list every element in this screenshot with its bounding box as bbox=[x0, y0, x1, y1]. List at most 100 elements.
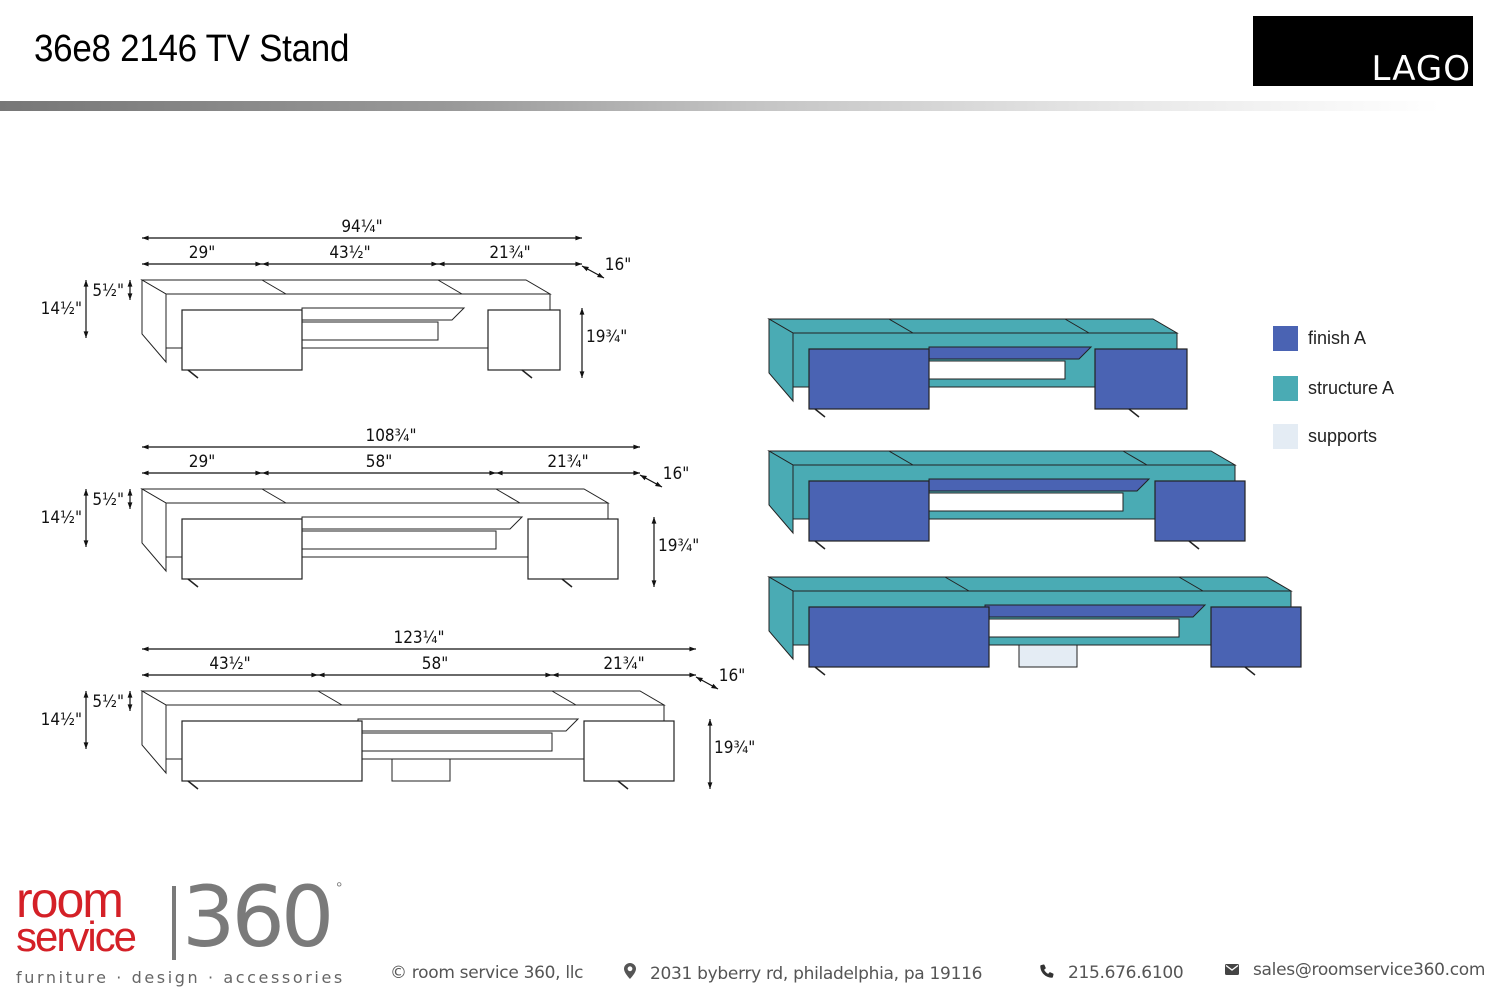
arrowhead bbox=[127, 704, 133, 711]
lago-logo: LAGO bbox=[1253, 16, 1473, 86]
segment-label: 58" bbox=[422, 654, 449, 674]
arrowhead bbox=[582, 266, 589, 272]
total-width-dimension bbox=[142, 235, 582, 241]
top-height-dimension bbox=[127, 489, 133, 509]
legend-item-structure: structure A bbox=[1273, 375, 1394, 401]
center-flap bbox=[928, 478, 1151, 492]
center-flap bbox=[301, 516, 524, 530]
center-support bbox=[391, 758, 451, 782]
footer-phone-text: 215.676.6100 bbox=[1068, 963, 1184, 983]
top-height-dimension bbox=[127, 280, 133, 300]
arrowhead bbox=[142, 672, 149, 678]
right-door bbox=[1154, 480, 1246, 542]
overall-height-label: 19¾" bbox=[586, 327, 627, 347]
center-opening bbox=[928, 360, 1066, 380]
footer-phone[interactable]: 215.676.6100 bbox=[1040, 963, 1184, 983]
leg bbox=[814, 540, 826, 550]
arrowhead bbox=[127, 502, 133, 509]
arrowhead bbox=[496, 470, 503, 476]
depth-dimension bbox=[695, 676, 719, 690]
leg bbox=[1244, 666, 1256, 676]
side-panel bbox=[768, 450, 794, 535]
left-door bbox=[181, 518, 303, 580]
brand-service-text: service bbox=[16, 913, 137, 960]
overall-height-label: 19¾" bbox=[714, 738, 755, 758]
segment-divider bbox=[1064, 318, 1090, 334]
header-gradient-rule bbox=[0, 101, 1500, 111]
top-height-label: 5½" bbox=[92, 281, 124, 301]
body-height-dimension bbox=[83, 280, 89, 338]
arrowhead bbox=[489, 470, 496, 476]
arrowhead bbox=[142, 646, 149, 652]
arrowhead bbox=[127, 691, 133, 698]
top-height-label: 5½" bbox=[92, 490, 124, 510]
legend-swatch-structure bbox=[1273, 375, 1298, 401]
arrowhead bbox=[262, 261, 269, 267]
footer-email[interactable]: sales@roomservice360.com bbox=[1225, 960, 1485, 980]
side-panel bbox=[768, 318, 794, 403]
center-support bbox=[1018, 644, 1078, 668]
arrowhead bbox=[255, 470, 262, 476]
leg bbox=[1188, 540, 1200, 550]
legend-label: finish A bbox=[1308, 327, 1367, 348]
side-panel bbox=[768, 576, 794, 661]
arrowhead bbox=[575, 261, 582, 267]
segment-dimension bbox=[496, 470, 640, 476]
leg bbox=[521, 369, 533, 379]
leg bbox=[1128, 408, 1140, 418]
segment-divider bbox=[888, 318, 914, 334]
arrowhead bbox=[255, 261, 262, 267]
brand-tagline: furniture · design · accessories bbox=[16, 968, 345, 987]
arrowhead bbox=[83, 280, 89, 287]
overall-height-label: 19¾" bbox=[658, 536, 699, 556]
segment-dimension bbox=[142, 261, 262, 267]
segment-divider bbox=[437, 279, 463, 295]
arrowhead bbox=[127, 293, 133, 300]
segment-dimension bbox=[262, 470, 496, 476]
left-door bbox=[808, 606, 990, 668]
right-door bbox=[527, 518, 619, 580]
arrowhead bbox=[579, 308, 585, 315]
footer-email-text: sales@roomservice360.com bbox=[1253, 960, 1486, 980]
segment-divider bbox=[1122, 450, 1148, 466]
top-surface bbox=[140, 690, 666, 706]
footer-copyright: © room service 360, llc bbox=[390, 963, 584, 983]
center-opening bbox=[357, 732, 553, 752]
arrowhead bbox=[127, 280, 133, 287]
overall-height-dimension bbox=[651, 517, 657, 587]
segment-label: 21¾" bbox=[489, 243, 530, 263]
arrowhead bbox=[142, 261, 149, 267]
footer-address: 2031 byberry rd, philadelphia, pa 19116 bbox=[624, 963, 982, 984]
segment-label: 21¾" bbox=[547, 452, 588, 472]
line-tv-stand-1 bbox=[140, 279, 561, 379]
segment-dimension bbox=[142, 672, 318, 678]
arrowhead bbox=[655, 481, 662, 487]
brand-360-text: 360 bbox=[182, 868, 334, 966]
side-panel bbox=[141, 690, 167, 775]
leg bbox=[814, 666, 826, 676]
segment-dimension bbox=[438, 261, 582, 267]
segment-label: 29" bbox=[189, 452, 216, 472]
lago-logo-text: LAGO bbox=[1371, 49, 1471, 89]
arrowhead bbox=[127, 489, 133, 496]
arrowhead bbox=[438, 261, 445, 267]
segment-label: 43½" bbox=[209, 654, 250, 674]
right-door bbox=[1210, 606, 1302, 668]
arrowhead bbox=[545, 672, 552, 678]
legend-item-finish: finish A bbox=[1273, 325, 1366, 351]
center-opening bbox=[301, 530, 497, 550]
center-flap bbox=[984, 604, 1207, 618]
legend-label: supports bbox=[1308, 425, 1378, 446]
brand-degree: ° bbox=[336, 880, 343, 897]
legend-label: structure A bbox=[1308, 377, 1395, 398]
leg bbox=[617, 780, 629, 790]
top-surface bbox=[140, 279, 552, 295]
top-surface bbox=[140, 488, 610, 504]
segment-label: 58" bbox=[366, 452, 393, 472]
arrowhead bbox=[651, 517, 657, 524]
right-door bbox=[1094, 348, 1188, 410]
top-height-dimension bbox=[127, 691, 133, 711]
phone-icon bbox=[1040, 963, 1054, 983]
segment-divider bbox=[261, 279, 287, 295]
side-panel bbox=[141, 279, 167, 364]
